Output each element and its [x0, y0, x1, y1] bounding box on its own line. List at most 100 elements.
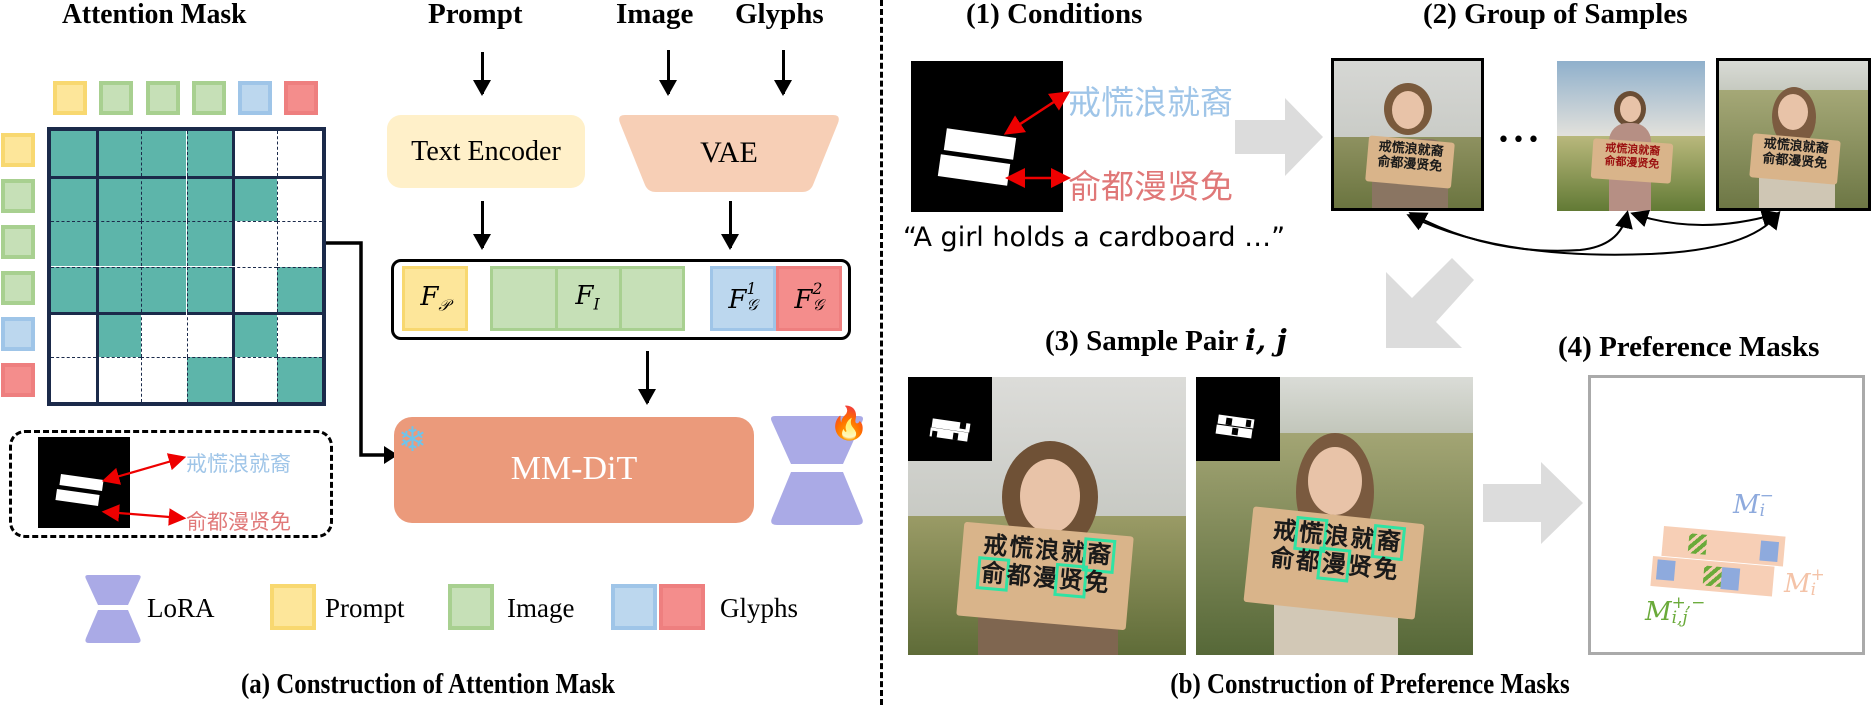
legend-glyphs-label: Glyphs	[720, 593, 799, 623]
glyph-example-box	[9, 430, 333, 538]
highlighted-character: 贤	[1053, 562, 1089, 599]
mmdit-block	[394, 417, 754, 523]
panel-a-caption: (a) Construction of Attention Mask	[240, 668, 616, 700]
step4-title: (4) Preference Masks	[1558, 331, 1820, 363]
sign-character: 漫	[1031, 562, 1059, 593]
condition-text-2: 俞都漫贤免	[1068, 167, 1233, 206]
mask-cell	[96, 311, 142, 357]
sample-image-3: 戒慌浪就裔俞都漫贤免	[1716, 58, 1871, 211]
pair-image-j: 戒慌浪就裔 俞都漫贤免	[1196, 377, 1473, 655]
negative-mask-1	[1759, 540, 1780, 563]
pair-diff-mask-2	[1702, 565, 1723, 588]
highlighted-character: 裔	[1081, 537, 1117, 574]
mask-cell	[231, 131, 277, 177]
sign-character: 就	[1059, 537, 1087, 568]
legend-lora-icon	[85, 575, 141, 643]
col-token-glyph-2	[284, 81, 318, 115]
vae-block	[619, 115, 839, 192]
mask-cell	[231, 311, 277, 357]
col-token-image-3	[192, 81, 226, 115]
mask-cell	[96, 221, 142, 267]
mask-cell	[141, 311, 187, 357]
glyph-text-2: 俞都漫贤免	[186, 510, 291, 534]
sign-character: 戒	[982, 530, 1009, 561]
negative-mask-2	[1655, 559, 1676, 581]
lora-icon	[771, 416, 863, 525]
input-label-image: Image	[616, 0, 694, 30]
mask-cell	[231, 266, 277, 312]
mask-cell	[141, 356, 187, 402]
glyph-link-arrows	[101, 453, 187, 526]
row-token-image-2	[1, 225, 35, 259]
glyph-box-2	[55, 489, 100, 506]
mask-cell	[276, 266, 322, 312]
mask-cell	[96, 356, 142, 402]
panel-divider	[880, 0, 883, 705]
feature-image: FI	[490, 266, 685, 331]
feature-prompt: F𝒫	[402, 266, 468, 331]
highlighted-character: 裔	[1370, 524, 1407, 561]
glyph-text-1: 戒慌浪就裔	[186, 452, 291, 476]
gray-arrow-to-masks	[1483, 462, 1583, 544]
glyph-box-1	[59, 474, 104, 491]
mask-cell	[276, 311, 322, 357]
sign-character: 浪	[1323, 520, 1351, 552]
col-token-glyph-1	[238, 81, 272, 115]
sample-2-sign: 戒慌浪就裔俞都漫贤免	[1590, 138, 1674, 184]
condition-link-arrows	[1003, 91, 1071, 188]
mask-cell	[186, 176, 232, 222]
pair-i-sign: 戒慌浪就裔 俞都漫贤免	[956, 521, 1134, 631]
feature-sequence	[391, 259, 851, 340]
step3-title: (3) Sample Pair i, j	[1045, 323, 1287, 357]
mask-cell	[186, 356, 232, 402]
highlighted-character: 俞	[975, 555, 1011, 592]
legend-glyph2-swatch	[659, 584, 705, 630]
mask-cell	[276, 356, 322, 402]
legend-image-swatch	[448, 584, 494, 630]
sign-character: 俞	[1268, 542, 1296, 574]
text-encoder-block: Text Encoder	[387, 115, 585, 188]
mask-cell	[186, 131, 232, 177]
sign-character: 贤	[1346, 551, 1374, 582]
arrow-encoder-to-features	[473, 201, 491, 250]
feature-image-label: FI	[575, 281, 600, 314]
sample-image-1: 戒慌浪就裔俞都漫贤免	[1331, 58, 1484, 211]
row-token-glyph-1	[1, 317, 35, 351]
legend-prompt-swatch	[270, 584, 316, 630]
arrow-features-to-mmdit	[638, 351, 656, 405]
row-token-glyph-2	[1, 363, 35, 397]
legend-glyph1-swatch	[611, 584, 657, 630]
mask-cell	[96, 176, 142, 222]
mmdit-label: MM-DiT	[510, 450, 638, 487]
mask-cell	[96, 266, 142, 312]
fire-icon: 🔥	[829, 404, 869, 442]
panel-b-caption: (b) Construction of Preference Masks	[1170, 668, 1570, 700]
input-label-prompt: Prompt	[428, 0, 523, 30]
sample-3-sign: 戒慌浪就裔俞都漫贤免	[1749, 133, 1841, 185]
mask-cell	[141, 221, 187, 267]
row-token-image-3	[1, 271, 35, 305]
arrow-glyphs-to-vae	[774, 50, 792, 96]
gray-arrow-to-samples	[1235, 98, 1323, 176]
vae-label: VAE	[700, 136, 758, 169]
pair-image-i: 戒慌浪就裔 俞都漫贤免	[908, 377, 1186, 655]
sign-character: 就	[1349, 523, 1377, 555]
condition-text-1: 戒慌浪就裔	[1068, 83, 1233, 122]
mask-cell	[141, 266, 187, 312]
mask-cell	[186, 266, 232, 312]
mask-cell	[51, 131, 97, 177]
ellipsis: •••	[1497, 128, 1542, 153]
sign-character: 免	[1372, 553, 1400, 585]
mask-cell	[186, 311, 232, 357]
row-token-image-1	[1, 179, 35, 213]
legend-image-label: Image	[507, 593, 575, 623]
mask-cell	[51, 176, 97, 222]
condition-prompt-text: “A girl holds a cardboard …”	[903, 222, 1286, 253]
step1-title: (1) Conditions	[966, 0, 1143, 30]
legend-lora-label: LoRA	[147, 593, 215, 623]
input-label-glyphs: Glyphs	[735, 0, 824, 30]
text-encoder-label: Text Encoder	[411, 135, 561, 167]
mask-cell	[231, 356, 277, 402]
label-positive-mask: M+i	[1784, 564, 1825, 600]
